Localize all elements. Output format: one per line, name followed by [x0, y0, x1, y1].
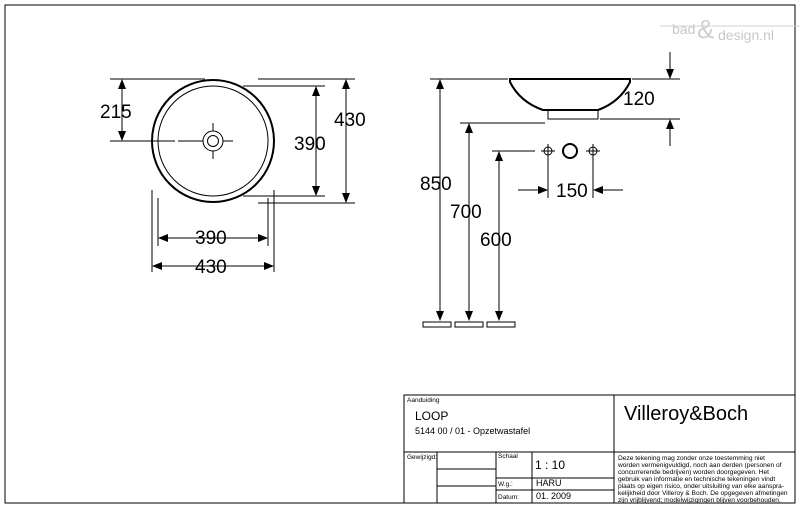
watermark-ampersand: & — [697, 14, 714, 44]
wg-label: W.g.: — [498, 481, 513, 488]
title-block: Aanduiding LOOP 5144 00 / 01 - Opzetwast… — [403, 394, 796, 504]
dim-150-label: 150 — [556, 181, 588, 202]
datum-value: 01. 2009 — [536, 491, 571, 501]
dim-850-label: 850 — [420, 174, 452, 195]
drain-inner — [207, 135, 219, 147]
gewijzigd-label: Gewijzigd: — [407, 454, 437, 461]
side-view: 120 850 700 600 — [420, 52, 680, 328]
dim-120-label: 120 — [623, 89, 655, 110]
title-block-frame — [403, 394, 796, 504]
top-view: 215 390 430 390 430 — [100, 78, 366, 278]
disclaimer-line-3: concurrerende bedrijven) worden doorgege… — [618, 469, 769, 476]
connection-left — [541, 144, 555, 158]
disclaimer-line-6: kelijkheid door Villeroy & Boch. De opge… — [618, 490, 788, 497]
drawing-frame — [4, 4, 796, 504]
brand-logo-text: Villeroy&Boch — [624, 403, 748, 425]
dim-390-vertical-label: 390 — [294, 134, 326, 155]
disclaimer-line-2: worden vermenigvuldigd, noch aan derden … — [617, 462, 782, 469]
schaal-value: 1 : 10 — [535, 458, 565, 472]
connection-center — [562, 143, 578, 159]
floor-pad-1 — [422, 321, 452, 328]
watermark-text-design: design.nl — [718, 27, 774, 43]
floor-pad-3 — [486, 321, 516, 328]
product-name: LOOP — [415, 409, 448, 423]
dim-390-horizontal-label: 390 — [195, 228, 227, 249]
watermark-text-bad: bad — [672, 21, 695, 37]
datum-label: Datum: — [498, 494, 519, 501]
disclaimer-line-5: plaats op eigen risico, onder uitsluitin… — [618, 483, 784, 490]
drain-outer — [202, 130, 224, 152]
dim-215-label: 215 — [100, 102, 132, 123]
connection-right — [586, 144, 600, 158]
watermark-logo: bad & design.nl — [660, 14, 800, 44]
dim-430-vertical-label: 430 — [334, 110, 366, 131]
dim-600-label: 600 — [480, 230, 512, 251]
aanduiding-label: Aanduiding — [407, 397, 440, 404]
dim-700-label: 700 — [450, 202, 482, 223]
wg-value: HARU — [536, 478, 562, 488]
basin-profile — [509, 78, 631, 111]
dim-430-horizontal-label: 430 — [195, 257, 227, 278]
product-description: 5144 00 / 01 - Opzetwastafel — [415, 426, 530, 436]
disclaimer-line-7: zijn vrijblijvend; modelwijzigingen blij… — [618, 497, 781, 504]
basin-foot — [547, 109, 599, 120]
disclaimer-line-1: Deze tekening mag zonder onze toestemmin… — [618, 455, 765, 462]
schaal-label: Schaal — [498, 453, 518, 460]
disclaimer-line-4: gebruik van informatie en technische tek… — [618, 476, 775, 483]
floor-pad-2 — [454, 321, 484, 328]
